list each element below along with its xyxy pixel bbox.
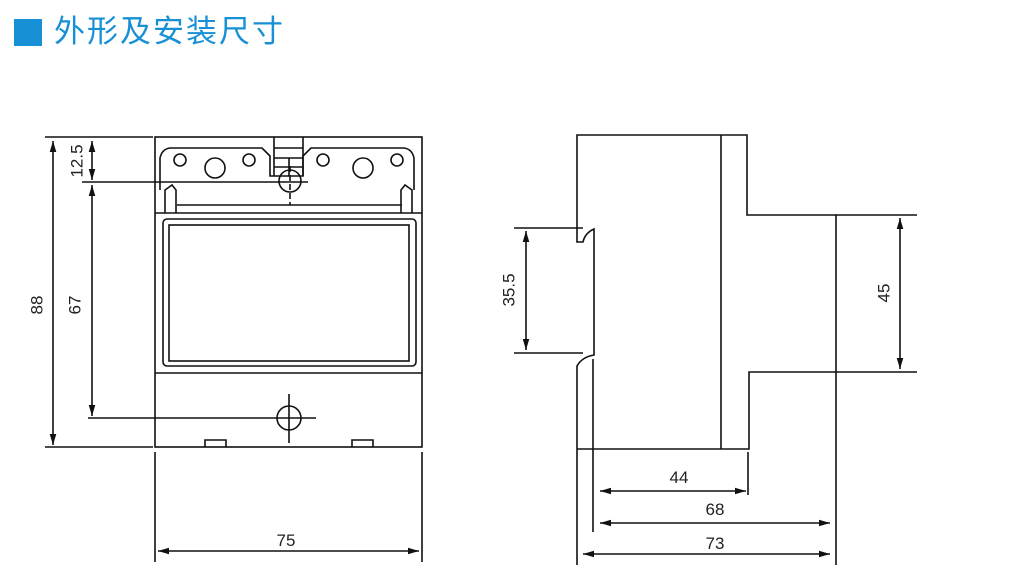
dim-label-35-5: 35.5 (499, 273, 518, 306)
terminal-hole (204, 157, 226, 179)
screw-hole (316, 153, 330, 167)
terminal-hole (352, 157, 374, 179)
screw-hole (173, 153, 187, 167)
side-view (514, 134, 917, 565)
dim-label-75: 75 (277, 531, 296, 550)
section-title: 外形及安装尺寸 (14, 12, 285, 52)
display-window-inner (168, 224, 410, 362)
screw-hole (242, 153, 256, 167)
front-outline (154, 136, 423, 448)
dim-label-68: 68 (706, 500, 725, 519)
dim-label-67: 67 (65, 296, 84, 315)
dim-label-12-5: 12.5 (67, 144, 86, 177)
feet (204, 439, 374, 447)
title-bullet-square (14, 18, 42, 46)
display-window (162, 218, 417, 367)
dim-label-45: 45 (874, 284, 893, 303)
dim-label-73: 73 (706, 534, 725, 553)
terminal-plate (159, 147, 415, 190)
dim-label-88: 88 (27, 296, 46, 315)
title-text: 外形及安装尺寸 (54, 14, 285, 50)
front-view (45, 136, 423, 562)
side-outline (576, 134, 837, 450)
screw-hole (390, 153, 404, 167)
dim-label-44: 44 (670, 468, 689, 487)
